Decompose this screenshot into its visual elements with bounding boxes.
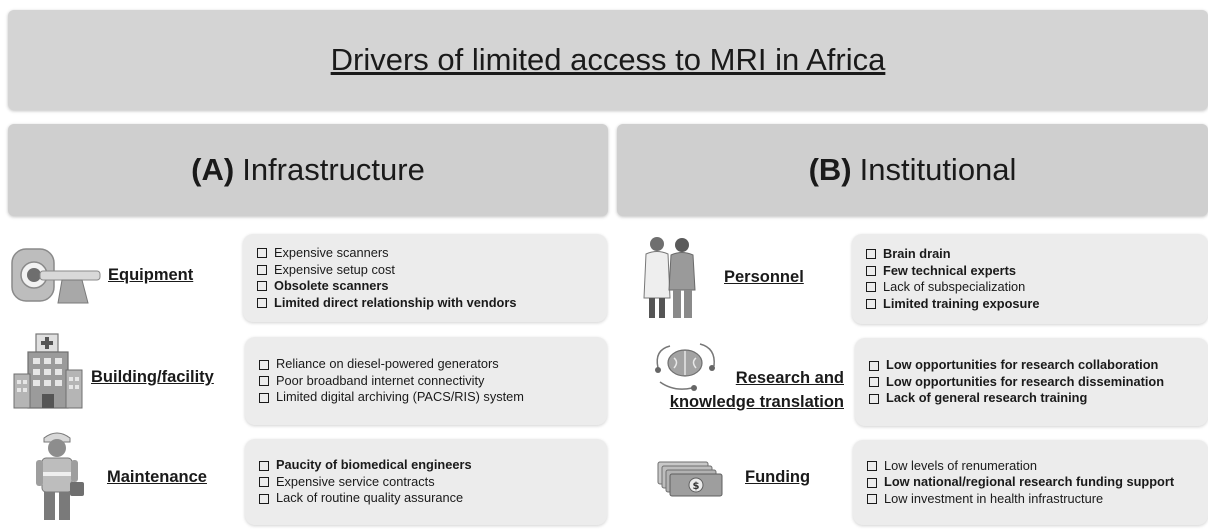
checkbox-icon	[259, 376, 269, 386]
money-stack-icon: $	[656, 460, 724, 498]
mri-scanner-icon	[10, 245, 105, 307]
checkbox-icon	[869, 360, 879, 371]
checkbox-icon	[259, 359, 269, 370]
checklist-item: Low opportunities for research collabora…	[869, 357, 1208, 374]
driver-box-research: Low opportunities for research collabora…	[855, 338, 1208, 426]
checklist-item: Low levels of renumeration	[867, 458, 1208, 475]
checklist-item-text: Low investment in health infrastructure	[884, 490, 1104, 506]
checklist-item-text: Poor broadband internet connectivity	[276, 372, 485, 388]
checkbox-icon	[866, 282, 876, 293]
checklist-item-text: Low levels of renumeration	[884, 457, 1037, 473]
checklist-item-text: Brain drain	[883, 246, 951, 261]
engineer-icon	[28, 428, 86, 524]
checkbox-icon	[257, 297, 267, 308]
checkbox-icon	[866, 298, 876, 309]
checklist-item: Poor broadband internet connectivity	[259, 373, 607, 390]
driver-label-maintenance: Maintenance	[107, 468, 207, 486]
checkbox-icon	[867, 494, 877, 504]
checklist-item: Obsolete scanners	[257, 278, 607, 295]
checkbox-icon	[257, 264, 267, 275]
checkbox-icon	[257, 281, 267, 292]
brain-network-icon	[652, 338, 718, 392]
checkbox-icon	[257, 248, 267, 259]
driver-label-funding: Funding	[745, 468, 811, 486]
checklist-item: Limited direct relationship with vendors	[257, 295, 607, 312]
checklist-item-text: Obsolete scanners	[274, 278, 389, 293]
checklist-item-text: Paucity of biomedical engineers	[276, 457, 472, 473]
checklist-item: Few technical experts	[866, 263, 1208, 280]
checklist-item: Expensive setup cost	[257, 262, 607, 279]
checklist-item: Lack of routine quality assurance	[259, 490, 607, 507]
checklist-item: Low national/regional research funding s…	[867, 474, 1208, 491]
checklist-item-text: Lack of general research training	[886, 390, 1088, 406]
checklist-item-text: Expensive setup cost	[274, 261, 395, 277]
checklist-item-text: Limited training exposure	[883, 295, 1040, 311]
section-name: Institutional	[859, 152, 1017, 187]
checklist-item-text: Lack of subspecialization	[883, 279, 1026, 294]
section-letter: (A)	[191, 152, 235, 187]
checkbox-icon	[869, 393, 879, 404]
checklist-item: Lack of general research training	[869, 390, 1208, 407]
checklist-item: Paucity of biomedical engineers	[259, 457, 607, 474]
checklist-item: Low investment in health infrastructure	[867, 491, 1208, 508]
section-header-infrastructure: (A) Infrastructure	[8, 124, 608, 216]
driver-label-building: Building/facility	[91, 368, 214, 386]
checklist-item-text: Reliance on diesel-powered generators	[276, 356, 499, 372]
checklist-item-text: Low opportunities for research dissemina…	[886, 373, 1165, 389]
checklist-item: Lack of subspecialization	[866, 279, 1208, 296]
hospital-building-icon	[12, 332, 84, 410]
checkbox-icon	[259, 460, 269, 471]
driver-label-research-line1: Research and	[735, 369, 844, 387]
driver-label-equipment: Equipment	[108, 266, 194, 284]
checkbox-icon	[259, 493, 269, 504]
checklist-item: Low opportunities for research dissemina…	[869, 374, 1208, 391]
checklist-item: Brain drain	[866, 246, 1208, 263]
checklist-item-text: Limited direct relationship with vendors	[274, 294, 517, 310]
driver-list-research: Low opportunities for research collabora…	[869, 357, 1208, 407]
checklist-item-text: Lack of routine quality assurance	[276, 490, 464, 506]
checklist-item: Expensive service contracts	[259, 474, 607, 491]
checklist-item-text: Low national/regional research funding s…	[884, 474, 1175, 490]
driver-label-research-line2: knowledge translation	[669, 393, 844, 411]
section-letter: (B)	[808, 152, 852, 187]
section-name: Infrastructure	[242, 152, 425, 187]
title-banner: Drivers of limited access to MRI in Afri…	[8, 10, 1208, 110]
checkbox-icon	[867, 461, 877, 471]
checkbox-icon	[259, 477, 269, 487]
driver-label-personnel: Personnel	[724, 268, 804, 286]
checklist-item-text: Limited digital archiving (PACS/RIS) sys…	[276, 389, 524, 405]
checklist-item: Reliance on diesel-powered generators	[259, 356, 607, 373]
checklist-item: Limited digital archiving (PACS/RIS) sys…	[259, 389, 607, 406]
checklist-item-text: Expensive service contracts	[276, 473, 435, 489]
checkbox-icon	[869, 377, 879, 387]
medical-staff-icon	[640, 234, 700, 320]
checklist-item: Limited training exposure	[866, 296, 1208, 313]
checkbox-icon	[866, 265, 876, 276]
checkbox-icon	[866, 249, 876, 260]
driver-label-research: Research and knowledge translation	[642, 366, 844, 414]
svg-text:$: $	[693, 481, 700, 492]
checklist-item-text: Low opportunities for research collabora…	[886, 357, 1159, 373]
checkbox-icon	[259, 392, 269, 403]
checkbox-icon	[867, 477, 877, 488]
checklist-item-text: Expensive scanners	[274, 245, 389, 260]
checklist-item-text: Few technical experts	[883, 262, 1016, 278]
checklist-item: Expensive scanners	[257, 245, 607, 262]
section-header-institutional: (B) Institutional	[617, 124, 1208, 216]
page-title: Drivers of limited access to MRI in Afri…	[330, 42, 886, 77]
